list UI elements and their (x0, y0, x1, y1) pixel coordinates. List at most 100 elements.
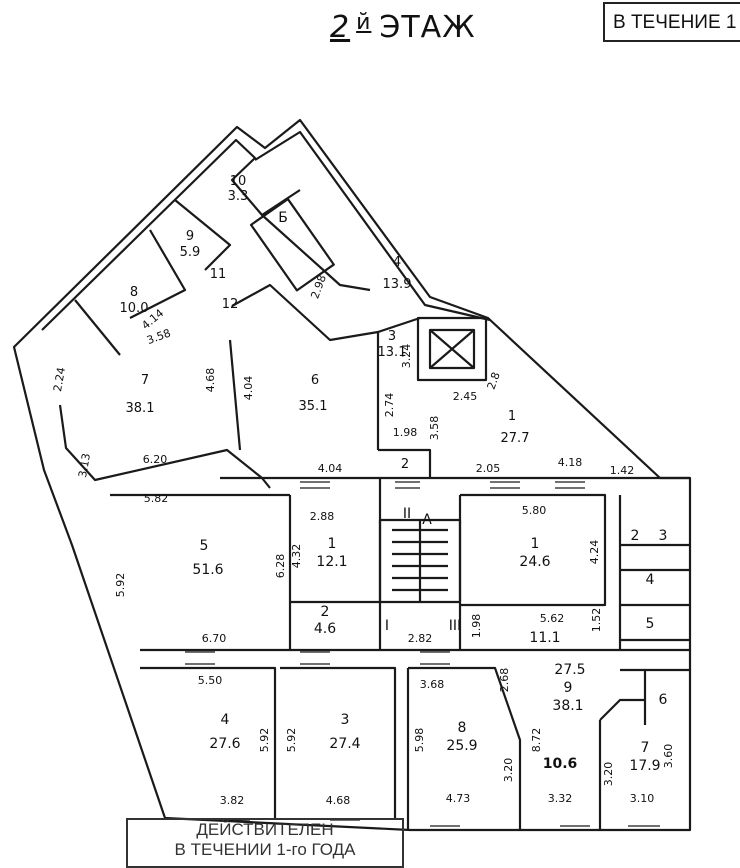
dim-label: 2.8 (485, 370, 503, 391)
dim-label: 4.18 (558, 456, 583, 469)
dim-label: 4.73 (446, 792, 471, 805)
dim-label: 4.68 (326, 794, 351, 807)
dim-label: 3.10 (630, 792, 655, 805)
dim-label: 3.20 (602, 762, 615, 787)
room-label-wing-7: 7 (141, 373, 149, 388)
dim-label: 3.58 (428, 416, 441, 441)
dim-label: 4.04 (242, 376, 255, 401)
dim-label: 1.98 (470, 614, 483, 639)
room-label-wing-4: 4 (393, 255, 401, 270)
stair-marker-iii: III (449, 618, 461, 634)
room-label-10-6: 10.6 (543, 756, 578, 772)
wing-inner-wall (41, 138, 301, 331)
room-label-wc-5: 5 (646, 616, 655, 632)
dim-label: 5.92 (285, 728, 298, 753)
room-label-wing-12: 12 (222, 297, 239, 312)
room-area-1a: 12.1 (316, 554, 347, 570)
room-label-7: 7 (641, 740, 650, 756)
room-wall (378, 448, 432, 478)
validity-stamp-bottom: ДЕЙСТВИТЕЛЕН В ТЕЧЕНИИ 1-го ГОДА (126, 818, 404, 868)
dim-label: 2.05 (476, 462, 501, 475)
room-wall (74, 299, 121, 356)
dim-label: 4.32 (290, 544, 303, 569)
dim-label: 5.50 (198, 674, 223, 687)
room-label-5: 5 (200, 538, 209, 554)
room-area-wing-10: 3.3 (228, 189, 249, 204)
dim-label: 4.04 (318, 462, 343, 475)
room-wall (129, 229, 187, 319)
elevator-shaft (416, 316, 488, 382)
dim-label: 1.98 (393, 426, 418, 439)
room-area-wing-4: 13.9 (383, 277, 412, 292)
dim-label: 2.68 (498, 668, 511, 693)
stair-marker-b: Б (278, 210, 288, 226)
room-area-7: 17.9 (629, 758, 660, 774)
room-area-wing-3: 13.1 (378, 345, 407, 360)
room-label-wing-2: 2 (401, 457, 409, 472)
room-label-2a: 2 (321, 604, 330, 620)
dim-label: 8.72 (530, 728, 543, 753)
dim-label: 5.82 (144, 492, 169, 505)
room-wall (174, 199, 232, 271)
room-area-wing-7: 38.1 (126, 401, 155, 416)
wing-inner-wall (58, 404, 271, 489)
room-label-wing-9: 9 (186, 229, 194, 244)
room-wall (261, 214, 371, 292)
room-label-wc-2: 2 (631, 528, 640, 544)
room-area-2a: 4.6 (314, 621, 336, 637)
room-label-wing-1: 1 (508, 409, 516, 424)
dim-label: 2.74 (383, 393, 396, 418)
dim-label: 5.92 (114, 573, 127, 598)
dim-label: 3.68 (420, 678, 445, 691)
floor-word: ЭТАЖ (379, 10, 476, 45)
room-area-3: 27.4 (329, 736, 360, 752)
dim-label: 1.52 (590, 608, 603, 633)
dim-label: 3.32 (548, 792, 573, 805)
floor-number: 2 (330, 10, 351, 45)
room-label-wing-6: 6 (311, 373, 319, 388)
room-label-3: 3 (341, 712, 350, 728)
dim-label: 3.13 (76, 452, 93, 478)
room-label-wc-4: 4 (646, 572, 655, 588)
dim-label: 2.88 (310, 510, 335, 523)
dim-label: 2.45 (453, 390, 478, 403)
dim-label: 4.68 (204, 368, 217, 393)
room-label-9: 9 (564, 680, 573, 696)
wing-corridor-wall (254, 130, 491, 322)
room-label-wing-10: 10 (230, 174, 247, 189)
room-area-8: 25.9 (446, 738, 477, 754)
dim-label: 2.82 (408, 632, 433, 645)
room-area-4: 27.6 (209, 736, 240, 752)
dim-label: 2.98 (308, 273, 329, 300)
room-label-1b: 1 (531, 536, 540, 552)
room-label-wing-3: 3 (388, 329, 396, 344)
room-wall (231, 283, 380, 450)
room-label-6: 6 (659, 692, 668, 708)
dim-label: 6.70 (202, 632, 227, 645)
dim-label: 3.24 (400, 344, 413, 369)
stair-marker-ii: II (403, 506, 411, 522)
dim-label: 3.20 (502, 758, 515, 783)
room-label-11-1: 11.1 (529, 630, 560, 646)
dim-label: 5.92 (258, 728, 271, 753)
dim-label: 6.28 (274, 554, 287, 579)
stair-b (249, 197, 335, 292)
room-wall (228, 339, 242, 451)
room-label-4: 4 (221, 712, 230, 728)
room-area-wing-1: 27.7 (501, 431, 530, 446)
room-area-1b: 24.6 (519, 554, 550, 570)
dim-label: 5.98 (413, 728, 426, 753)
room-label-1a: 1 (328, 536, 337, 552)
stair-marker-a: А (422, 512, 432, 528)
room-area-wing-9: 5.9 (180, 245, 201, 260)
stair-marker-i: I (385, 618, 389, 634)
validity-stamp-top: В ТЕЧЕНИЕ 1 (603, 2, 740, 42)
dim-label: 1.42 (610, 464, 635, 477)
room-area-wing-6: 35.1 (299, 399, 328, 414)
floor-suffix: й (356, 10, 372, 35)
room-wall (377, 316, 421, 334)
dim-label: 5.80 (522, 504, 547, 517)
dim-label: 3.60 (662, 744, 675, 769)
